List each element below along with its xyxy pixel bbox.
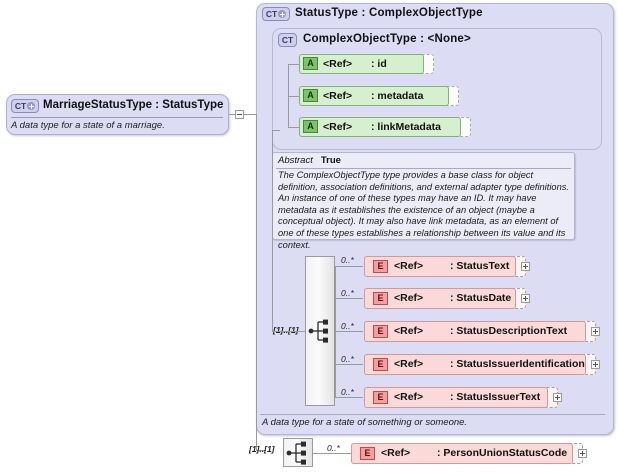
- marriage-status-type-title: MarriageStatusType : StatusType: [43, 99, 224, 111]
- element-expand-toggle[interactable]: [553, 393, 562, 402]
- element-expand-toggle[interactable]: [578, 449, 587, 458]
- marriage-sequence-cardinality: [1]..[1]: [249, 444, 275, 454]
- element-expand-toggle[interactable]: [521, 294, 530, 303]
- element-ref-label: <Ref>: [394, 325, 424, 337]
- attr-tree-branch-id: [288, 64, 302, 65]
- sequence-icon: [308, 319, 328, 343]
- root-collapse-toggle[interactable]: [235, 110, 244, 119]
- element-e-icon: E: [373, 391, 388, 404]
- element-chip[interactable]: [351, 443, 573, 464]
- attribute-chip[interactable]: [299, 117, 461, 137]
- root-spine: [256, 114, 257, 450]
- attr-tree-branch-metadata: [288, 96, 302, 97]
- complex-object-type-ct-badge[interactable]: CT: [278, 33, 297, 47]
- attribute-ref-label: <Ref>: [323, 90, 353, 102]
- element-name-label: : StatusDescriptionText: [450, 325, 568, 337]
- attribute-ref-label: <Ref>: [323, 121, 353, 133]
- marriage-status-type-box[interactable]: [6, 94, 229, 135]
- attribute-a-icon: A: [303, 89, 318, 102]
- element-cardinality: 0..*: [341, 354, 354, 364]
- attribute-chip[interactable]: [299, 54, 424, 74]
- element-e-icon: E: [373, 325, 388, 338]
- element-chip[interactable]: [364, 256, 516, 277]
- element-ref-label: <Ref>: [381, 447, 411, 459]
- element-chip[interactable]: [364, 288, 516, 309]
- status-inner-spine-to-cot: [272, 130, 280, 131]
- marriage-status-type-ct-badge[interactable]: CT: [11, 99, 39, 113]
- attribute-chip[interactable]: [299, 86, 449, 106]
- sequence-icon: [286, 441, 306, 465]
- element-expand-toggle[interactable]: [521, 262, 530, 271]
- element-cardinality: 0..*: [327, 443, 340, 453]
- status-type-ct-badge[interactable]: CT: [262, 7, 290, 21]
- element-ref-label: <Ref>: [394, 358, 424, 370]
- status-type-annotation-divider: [260, 414, 605, 415]
- element-name-label: : StatusDate: [450, 292, 512, 304]
- status-sequence-branch: [335, 364, 363, 365]
- element-name-label: : StatusText: [450, 260, 510, 272]
- attr-tree-branch-linkmetadata: [288, 127, 302, 128]
- status-sequence-cardinality: [1]..[1]: [273, 325, 299, 335]
- element-cardinality: 0..*: [341, 288, 354, 298]
- abstract-annotation-box: [272, 152, 575, 240]
- status-type-badge-label: CT: [265, 9, 278, 19]
- status-sequence-branch: [335, 331, 363, 332]
- element-name-label: : StatusIssuerIdentification: [450, 358, 585, 370]
- element-cardinality: 0..*: [341, 255, 354, 265]
- attr-tree-trunk: [288, 64, 289, 127]
- element-e-icon: E: [373, 292, 388, 305]
- expand-plus-icon[interactable]: [278, 10, 287, 18]
- element-expand-toggle[interactable]: [591, 327, 600, 336]
- element-chip[interactable]: [364, 354, 586, 375]
- element-e-icon: E: [373, 260, 388, 273]
- element-expand-toggle[interactable]: [591, 360, 600, 369]
- marriage-sequence-branch: [313, 453, 351, 454]
- status-inner-spine: [272, 130, 273, 331]
- abstract-value: True: [320, 155, 341, 166]
- attribute-name-label: : id: [371, 58, 387, 70]
- abstract-description: The ComplexObjectType type provides a ba…: [278, 170, 569, 250]
- status-sequence-branch: [335, 266, 363, 267]
- abstract-header: Abstract True: [278, 155, 341, 166]
- abstract-divider: [276, 168, 571, 169]
- marriage-status-type-annotation: A data type for a state of a marriage.: [11, 120, 165, 131]
- status-sequence-branch: [335, 298, 363, 299]
- element-chip[interactable]: [364, 321, 586, 342]
- root-connector-stub: [229, 114, 235, 115]
- element-e-icon: E: [373, 358, 388, 371]
- attribute-name-label: : linkMetadata: [371, 121, 442, 133]
- marriage-status-type-divider: [11, 117, 223, 118]
- element-chip[interactable]: [364, 387, 548, 408]
- status-inner-spine-to-seq: [272, 331, 305, 332]
- element-name-label: : PersonUnionStatusCode: [437, 447, 568, 459]
- root-connector-out: [244, 114, 257, 115]
- status-type-annotation: A data type for a state of something or …: [262, 417, 468, 428]
- status-sequence-branch: [335, 397, 363, 398]
- marriage-badge-label: CT: [14, 101, 27, 111]
- root-spine-branch-bottom: [256, 450, 266, 451]
- attribute-a-icon: A: [303, 120, 318, 133]
- attribute-ref-label: <Ref>: [323, 58, 353, 70]
- element-cardinality: 0..*: [341, 387, 354, 397]
- attribute-a-icon: A: [303, 57, 318, 70]
- element-name-label: : StatusIssuerText: [450, 391, 541, 403]
- element-ref-label: <Ref>: [394, 391, 424, 403]
- element-e-icon: E: [360, 447, 375, 460]
- complex-object-type-title: ComplexObjectType : <None>: [303, 33, 471, 45]
- abstract-label: Abstract: [278, 155, 313, 166]
- expand-plus-icon[interactable]: [27, 102, 36, 110]
- element-cardinality: 0..*: [341, 321, 354, 331]
- element-ref-label: <Ref>: [394, 260, 424, 272]
- attribute-name-label: : metadata: [371, 90, 424, 102]
- status-type-title: StatusType : ComplexObjectType: [295, 7, 483, 19]
- element-ref-label: <Ref>: [394, 292, 424, 304]
- complex-object-type-badge-label: CT: [281, 35, 294, 45]
